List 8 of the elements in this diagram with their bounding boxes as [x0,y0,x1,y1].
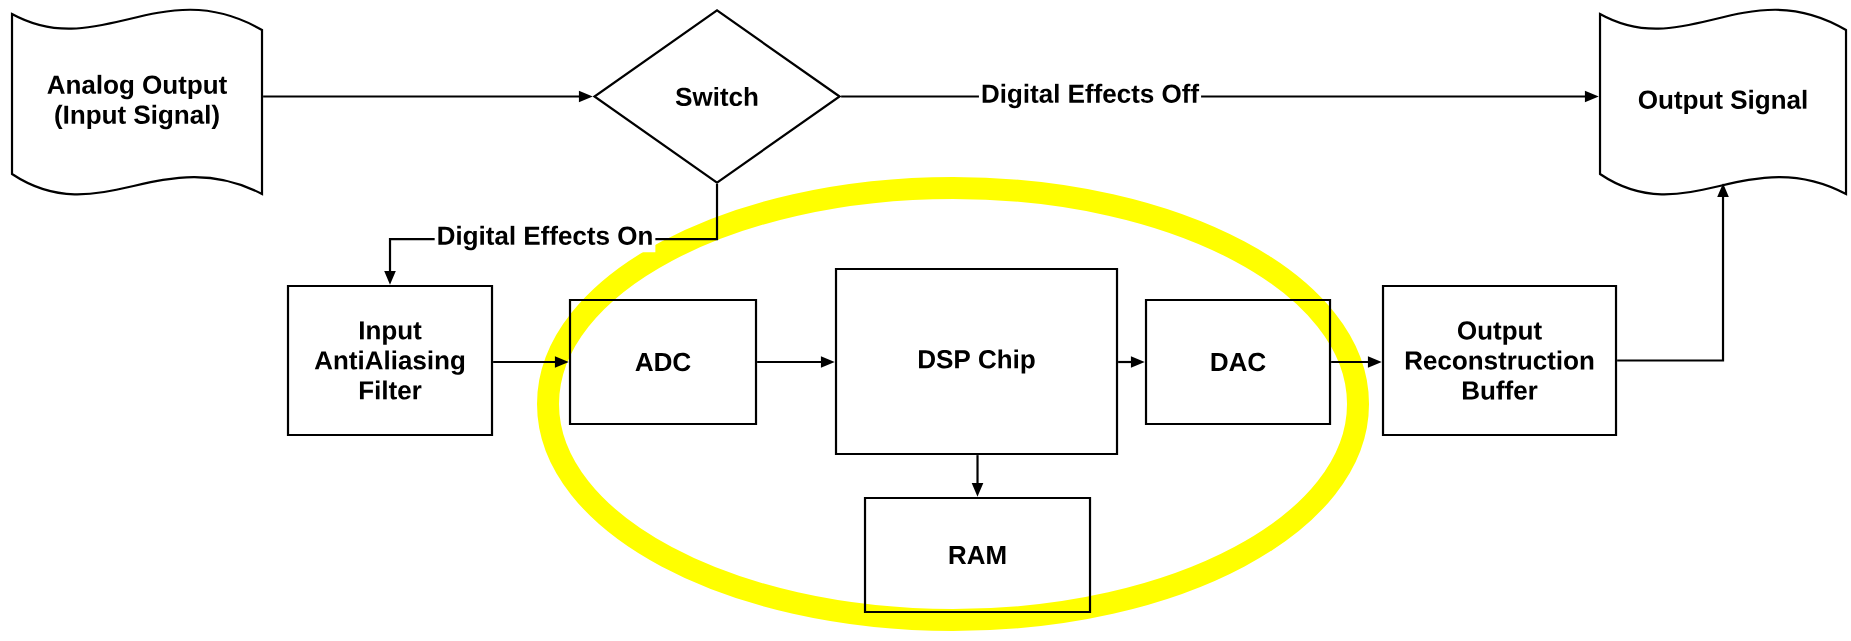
process-box: RAM [863,496,1092,614]
process-box: Input AntiAliasing Filter [286,284,494,437]
edge-label: Digital Effects On [434,223,656,253]
process-box: DSP Chip [834,267,1119,456]
edge-label: Digital Effects Off [978,81,1202,111]
process-box: ADC [568,298,758,426]
process-box: Output Reconstruction Buffer [1381,284,1618,437]
process-box: DAC [1144,298,1332,426]
